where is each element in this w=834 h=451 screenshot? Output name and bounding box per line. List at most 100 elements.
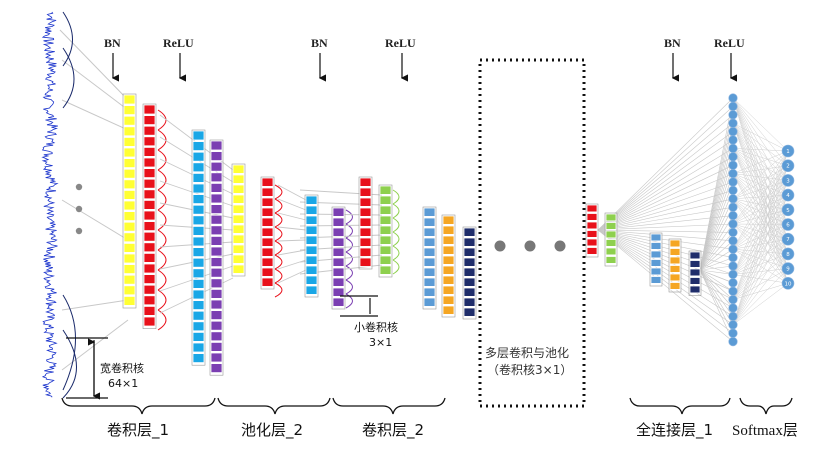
feature-cell: [463, 237, 476, 247]
feature-cell: [192, 321, 205, 332]
multi-layer-dotted-box: [478, 58, 586, 408]
feature-cell: [210, 225, 223, 236]
feature-cell: [332, 257, 345, 267]
feature-cell: [192, 353, 205, 364]
softmax-connection-line: [732, 148, 789, 152]
feature-cell: [261, 267, 274, 277]
column-outline: [122, 93, 137, 309]
feature-cell: [210, 288, 223, 299]
fc-connection-line: [597, 229, 734, 275]
fc-connection-line: [597, 229, 734, 342]
feature-cell: [379, 205, 392, 215]
column-outline: [649, 232, 663, 287]
fc-neuron: [728, 278, 738, 288]
softmax-connection-line: [732, 209, 789, 325]
fc-connection-line: [597, 229, 734, 334]
softmax-connection-line: [732, 123, 789, 240]
feature-cell: [463, 297, 476, 307]
softmax-connection-line: [732, 150, 789, 250]
fc-connection-line: [699, 269, 734, 292]
fc-neuron: [728, 337, 738, 347]
fc-neuron: [728, 143, 738, 153]
fc-neuron: [728, 227, 738, 237]
fc-connection-line: [597, 131, 734, 231]
input-vibration-signal: [41, 11, 59, 398]
softmax-connection-line: [732, 173, 789, 284]
feature-cell: [463, 287, 476, 297]
activation-arc: [274, 198, 283, 214]
feature-cell: [192, 268, 205, 279]
fc-connection-line: [597, 229, 734, 233]
softmax-connection-line: [732, 195, 789, 325]
feature-cell: [232, 194, 245, 204]
fc-connection-line: [699, 269, 734, 325]
feature-cell: [192, 236, 205, 247]
feature-cell: [123, 285, 136, 296]
fc-neuron: [728, 152, 738, 162]
fc-connection-line: [699, 114, 734, 271]
fc-connection-line: [597, 190, 734, 231]
feature-cell: [143, 178, 156, 189]
feature-cell: [586, 238, 598, 247]
feature-cell: [261, 177, 274, 187]
fc-connection-line: [699, 269, 734, 317]
feature-cell: [379, 235, 392, 245]
feature-cell: [359, 207, 372, 217]
feature-cell: [423, 207, 436, 217]
softmax-connection-line: [732, 165, 789, 275]
column-lightblue-4: [649, 232, 663, 287]
bn-label-3: BN: [664, 36, 681, 50]
feature-cell: [261, 257, 274, 267]
fc-connection-line: [597, 173, 734, 231]
activation-arc: [392, 203, 400, 219]
softmax-connection-line: [732, 148, 789, 181]
feature-cell: [379, 255, 392, 265]
softmax-connection-line: [732, 97, 789, 166]
input-connection-line: [61, 299, 129, 311]
feature-cell: [143, 274, 156, 285]
feature-cell: [232, 184, 245, 194]
fc-connection-line: [699, 198, 734, 271]
softmax-connection-line: [732, 148, 789, 196]
feature-cell: [261, 217, 274, 227]
softmax-connection-line: [732, 148, 789, 210]
feature-cell: [442, 265, 455, 275]
feature-cell: [586, 204, 598, 213]
column-yellow-1: [122, 93, 137, 309]
column-green-3: [378, 184, 393, 278]
relu-label-1: ReLU: [163, 36, 194, 50]
fc-neuron: [728, 253, 738, 263]
feature-cell: [232, 164, 245, 174]
feature-cell: [423, 237, 436, 247]
activation-arc: [157, 129, 167, 151]
feature-cell: [379, 225, 392, 235]
stage-label-fc1: 全连接层_1: [636, 421, 713, 440]
feature-cell: [669, 282, 681, 290]
fc-neuron: [728, 93, 738, 103]
fc-connection-line: [699, 269, 734, 334]
feature-cell: [123, 147, 136, 158]
feature-cell: [305, 245, 318, 255]
input-connection-line: [61, 99, 129, 131]
fc-connection-line: [699, 190, 734, 271]
output-node-label: 4: [786, 193, 790, 199]
softmax-connection-line: [732, 97, 789, 269]
feature-cell: [123, 211, 136, 222]
softmax-connection-line: [732, 122, 789, 152]
feature-cell: [192, 300, 205, 311]
fc-connection-line: [699, 131, 734, 271]
fc-neuron: [728, 295, 738, 305]
softmax-connection-line: [732, 123, 789, 269]
output-node: [781, 188, 795, 202]
feature-cell: [332, 247, 345, 257]
softmax-connection-line: [732, 123, 789, 254]
feature-cell: [143, 221, 156, 232]
feature-cell: [232, 174, 245, 184]
feature-cell: [232, 224, 245, 234]
softmax-connection-line: [732, 268, 789, 325]
fc-connection-line: [597, 114, 734, 231]
input-connection-line: [59, 29, 129, 101]
fc-connection-line: [597, 139, 734, 231]
